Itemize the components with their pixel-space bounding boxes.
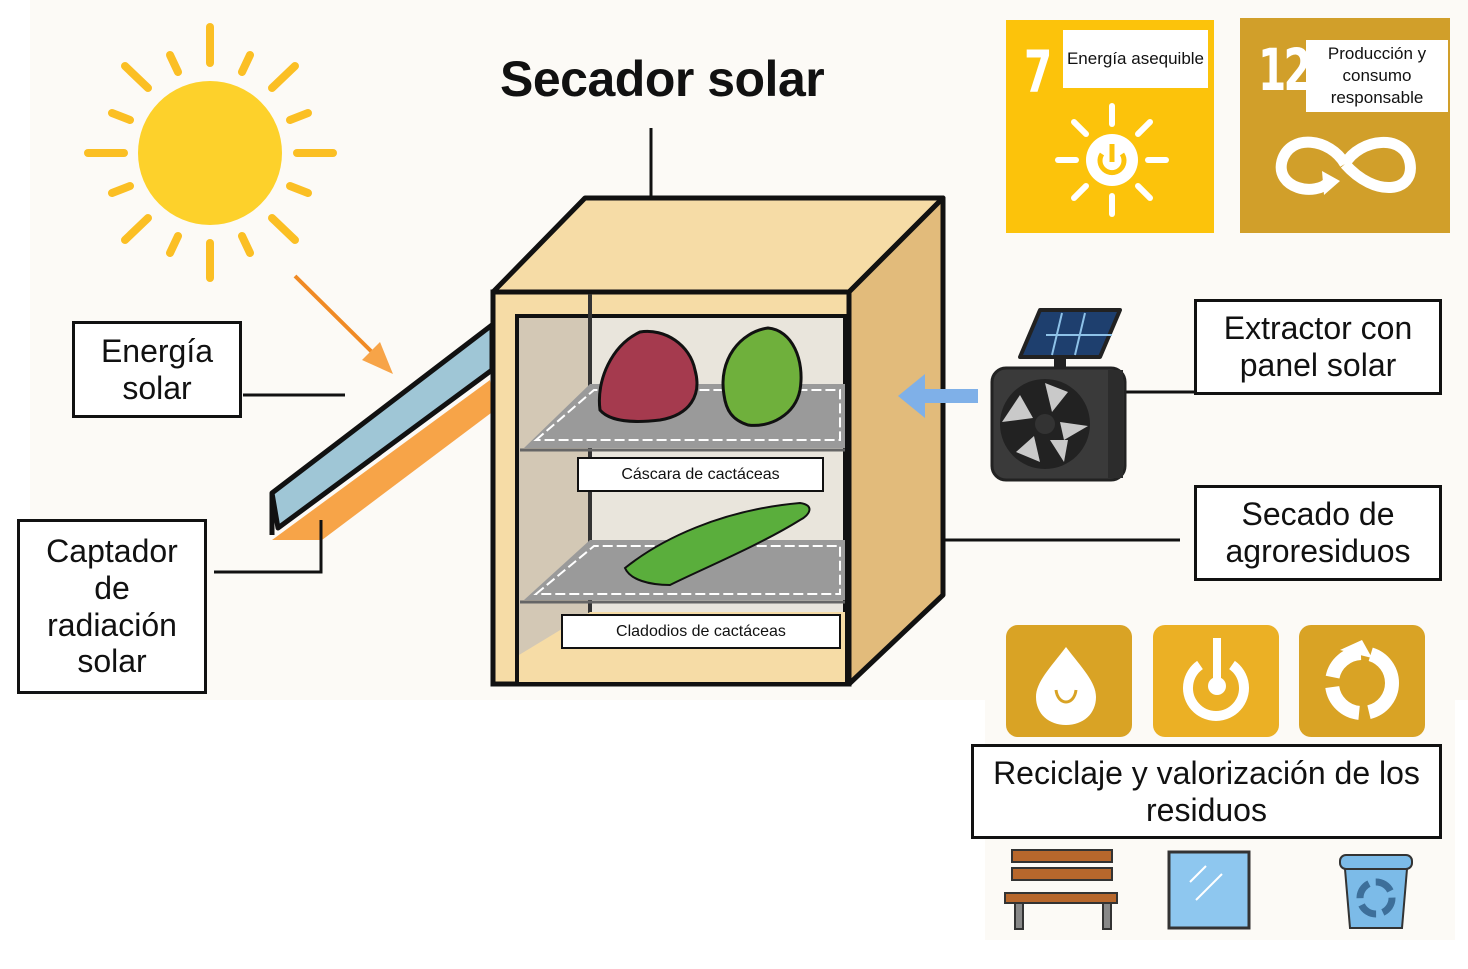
label-recycling: Reciclaje y valorización de los residuos [971,744,1442,839]
water-drop-icon [1006,625,1132,737]
sdg-number: 12 [1258,36,1312,104]
label-solar-energy: Energía solar [72,321,242,418]
label-collector: Captador de radiación solar [17,519,207,694]
sdg-12-tile: 12 Producción y consumo responsable [1240,18,1450,233]
power-cycle-icon [1153,625,1279,737]
sun-power-icon [1055,103,1169,217]
drying-cabinet [490,195,946,687]
sdg-7-tile: 7 Energía asequible [1006,20,1214,233]
infinity-icon [1275,136,1416,195]
airflow-arrow [898,374,978,418]
glass-panel-icon [1167,850,1251,930]
solar-collector [269,322,495,540]
label-drying: Secado de agroresiduos [1194,485,1442,581]
label-shelf-bottom: Cladodios de cactáceas [561,614,841,649]
red-peel [597,329,699,423]
label-extractor: Extractor con panel solar [1194,299,1442,395]
recycle-bin-icon [1339,854,1413,929]
solar-extractor-fan-icon [990,308,1127,482]
page-title: Secador solar [500,51,825,107]
recycle-icon [1299,625,1425,737]
bench-icon [1004,849,1118,930]
sun-icon [84,23,337,282]
sdg-number: 7 [1024,38,1052,106]
sdg-caption: Producción y consumo responsable [1306,40,1448,112]
label-shelf-top: Cáscara de cactáceas [577,457,824,492]
cladode [623,501,811,587]
radiation-arrow [293,274,393,374]
green-pad [721,326,803,427]
sdg-caption: Energía asequible [1063,30,1208,88]
